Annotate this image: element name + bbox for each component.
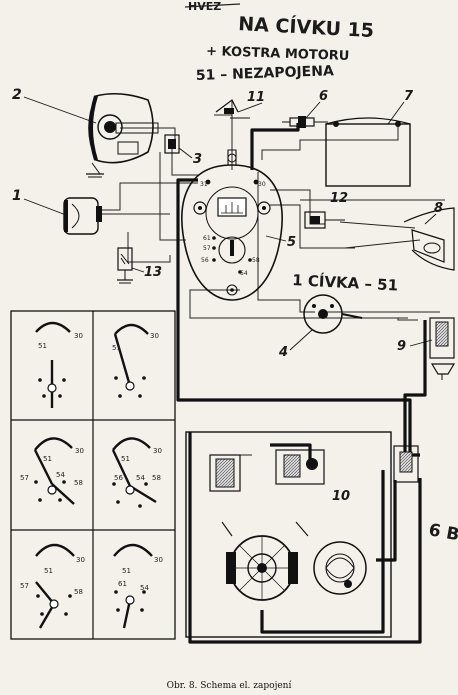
strike-line bbox=[184, 3, 241, 8]
battery bbox=[325, 117, 411, 187]
callout-2: 2 bbox=[12, 87, 22, 103]
callout-12: 12 bbox=[330, 191, 348, 206]
c5-label-51: 51 bbox=[44, 567, 53, 575]
ignition-switch bbox=[215, 99, 250, 119]
panel-label-61: 61 bbox=[203, 235, 211, 242]
callout-6: 6 bbox=[319, 89, 328, 104]
c3-label-57: 57 bbox=[20, 474, 29, 482]
ignition-coil bbox=[303, 294, 363, 334]
panel-label-56: 56 bbox=[201, 257, 209, 264]
headlight bbox=[86, 92, 159, 178]
switch-cell-1: 51 30 bbox=[35, 321, 83, 408]
c5-label-30: 30 bbox=[76, 556, 85, 564]
rear-light bbox=[403, 207, 455, 271]
note-line3: 51 – NEZAPOJENA bbox=[196, 63, 335, 84]
switch-cell-2: 51 30 bbox=[112, 323, 159, 398]
c4-label-30: 30 bbox=[153, 447, 162, 455]
note-line2: + KOSTRA MOTORU bbox=[206, 44, 350, 64]
c4-label-58: 58 bbox=[152, 474, 161, 482]
switch-cell-6: 51 30 61 54 bbox=[113, 543, 163, 629]
c6-label-54: 54 bbox=[140, 584, 149, 592]
c2-label-51: 51 bbox=[112, 344, 121, 352]
instrument-panel: 31 30 61 57 56 58 54 bbox=[181, 149, 283, 301]
c3-label-54: 54 bbox=[56, 471, 65, 479]
c3-label-30: 30 bbox=[75, 447, 84, 455]
callout-8: 8 bbox=[434, 201, 443, 216]
c6-label-30: 30 bbox=[154, 556, 163, 564]
c5-label-57: 57 bbox=[20, 582, 29, 590]
fuse bbox=[282, 116, 328, 128]
panel-label-31: 31 bbox=[200, 181, 208, 188]
callout-10: 10 bbox=[332, 489, 350, 504]
callout-11: 11 bbox=[247, 90, 265, 105]
c5-label-58: 58 bbox=[74, 588, 83, 596]
magneto-dynamo bbox=[185, 431, 419, 638]
switch-cell-4: 51 30 56 54 58 bbox=[111, 437, 162, 508]
callout-13: 13 bbox=[144, 265, 162, 280]
c4-label-51: 51 bbox=[121, 455, 130, 463]
brake-light-switch bbox=[117, 247, 133, 284]
wires-thin bbox=[97, 100, 445, 456]
c6-label-61: 61 bbox=[118, 580, 127, 588]
switch-block bbox=[304, 211, 345, 229]
spark-plug bbox=[429, 317, 456, 380]
callout-9: 9 bbox=[397, 339, 406, 354]
switch-cell-3: 51 30 57 54 58 bbox=[20, 437, 84, 505]
c1-label-51: 51 bbox=[38, 342, 47, 350]
c1-label-30: 30 bbox=[74, 332, 83, 340]
c2-label-30: 30 bbox=[150, 332, 159, 340]
panel-label-58: 58 bbox=[252, 257, 260, 264]
figure-caption: Obr. 8. Schema el. zapojení bbox=[167, 680, 292, 691]
c4-label-56: 56 bbox=[114, 474, 123, 482]
c4-label-54: 54 bbox=[136, 474, 145, 482]
panel-label-30: 30 bbox=[258, 181, 266, 188]
callout-4: 4 bbox=[278, 345, 288, 360]
switch-positions-grid bbox=[10, 310, 176, 640]
panel-label-54: 54 bbox=[240, 270, 248, 277]
wires-thick bbox=[176, 123, 427, 644]
callout-5: 5 bbox=[287, 235, 296, 250]
note-line1: NA CÍVKU 15 bbox=[238, 12, 375, 42]
callout-7: 7 bbox=[404, 89, 414, 104]
callout-1: 1 bbox=[12, 188, 22, 204]
callout-3: 3 bbox=[193, 152, 202, 167]
callouts: 2 1 3 11 6 7 12 8 5 4 9 10 13 bbox=[12, 87, 443, 504]
panel-label-57: 57 bbox=[203, 245, 211, 252]
junction-block bbox=[164, 134, 180, 154]
note-right: 6 BL bbox=[427, 520, 458, 547]
c6-label-51: 51 bbox=[122, 567, 131, 575]
c3-label-51: 51 bbox=[43, 455, 52, 463]
switch-cell-5: 51 30 57 58 bbox=[20, 543, 85, 629]
c3-label-58: 58 bbox=[74, 479, 83, 487]
note-mid: 1 CÍVKA – 51 bbox=[292, 270, 399, 295]
horn bbox=[63, 197, 102, 235]
